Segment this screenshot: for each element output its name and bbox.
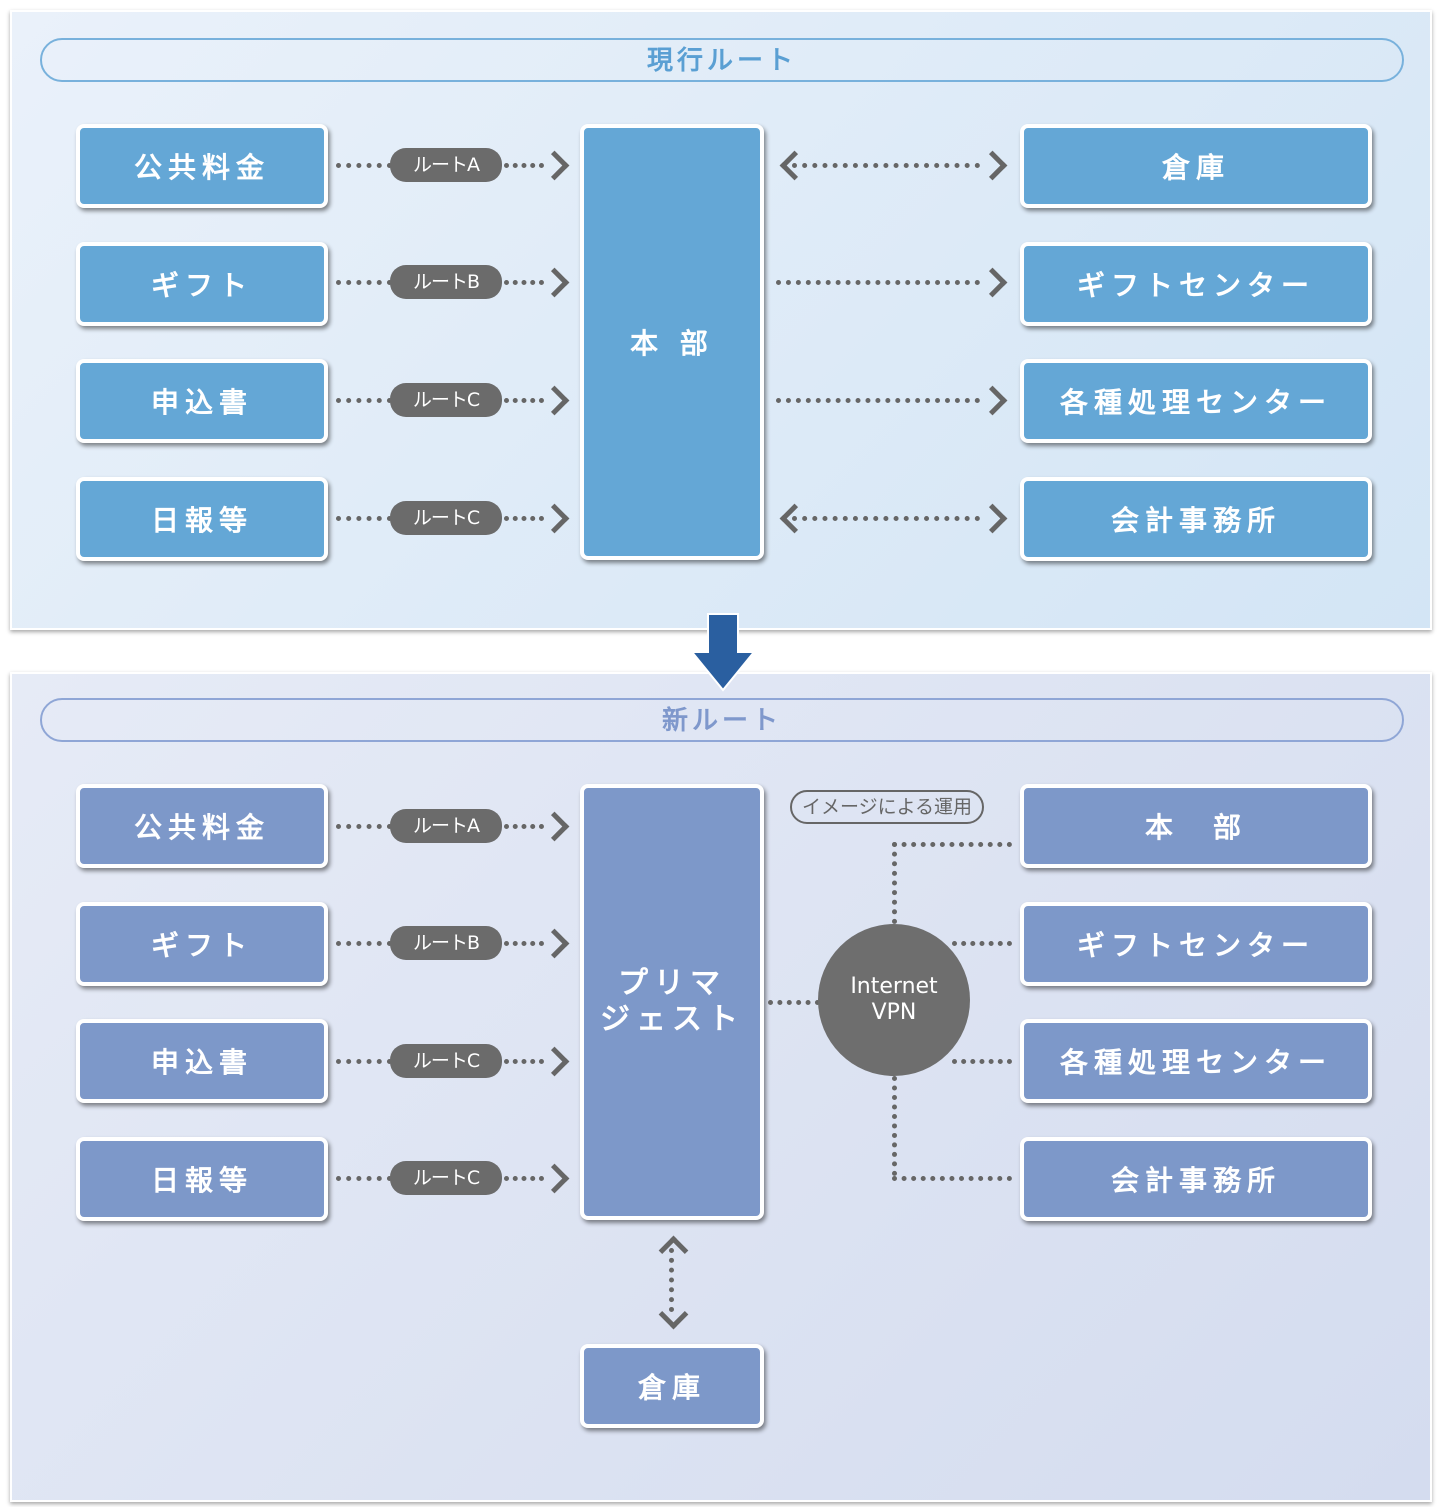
connector-line — [952, 1059, 1012, 1064]
connector-line — [892, 1176, 1012, 1181]
down-arrow-icon — [690, 613, 756, 692]
connector-line — [768, 1000, 820, 1005]
connector-line — [504, 1176, 544, 1181]
connector-line — [336, 398, 392, 403]
route-badge-c: ルートC — [390, 383, 502, 417]
dest-accounting-office: 会計事務所 — [1020, 1137, 1372, 1221]
hub-headquarters: 本 部 — [580, 124, 764, 560]
dest-processing-center: 各種処理センター — [1020, 359, 1372, 443]
hub-primagest: プリマ ジェスト — [580, 784, 764, 1220]
dest-accounting-office: 会計事務所 — [1020, 477, 1372, 561]
new-route-panel: 新ルート 公共料金 ギフト 申込書 日報等 ルートA ルートB ルートC ルート… — [10, 672, 1432, 1502]
source-utility-bills: 公共料金 — [76, 784, 328, 868]
arrow-right-icon — [977, 267, 1008, 298]
route-badge-a: ルートA — [390, 809, 502, 843]
dest-processing-center: 各種処理センター — [1020, 1019, 1372, 1103]
vpn-line1: Internet — [850, 974, 938, 999]
source-gift: ギフト — [76, 902, 328, 986]
connector-line — [504, 163, 544, 168]
route-badge-b: ルートB — [390, 265, 502, 299]
source-daily-report: 日報等 — [76, 1137, 328, 1221]
dest-gift-center: ギフトセンター — [1020, 242, 1372, 326]
connector-line — [792, 163, 980, 168]
source-gift: ギフト — [76, 242, 328, 326]
source-application: 申込書 — [76, 359, 328, 443]
connector-line — [336, 516, 392, 521]
connector-line — [892, 842, 897, 924]
arrow-right-icon — [539, 503, 570, 534]
connector-line — [336, 163, 392, 168]
arrow-right-icon — [539, 1163, 570, 1194]
connector-line — [336, 280, 392, 285]
dest-headquarters: 本 部 — [1020, 784, 1372, 868]
arrow-right-icon — [539, 267, 570, 298]
connector-line — [336, 824, 392, 829]
connector-line — [504, 398, 544, 403]
route-badge-c: ルートC — [390, 1044, 502, 1078]
arrow-right-icon — [977, 503, 1008, 534]
connector-line — [504, 941, 544, 946]
arrow-right-icon — [977, 385, 1008, 416]
connector-line — [336, 941, 392, 946]
dest-gift-center: ギフトセンター — [1020, 902, 1372, 986]
connector-line — [892, 1076, 897, 1176]
connector-line — [892, 842, 1012, 847]
connector-line — [336, 1059, 392, 1064]
connector-line — [792, 516, 980, 521]
warehouse-node: 倉庫 — [580, 1344, 764, 1428]
new-route-title: 新ルート — [40, 698, 1404, 742]
image-operation-note: イメージによる運用 — [790, 790, 985, 824]
connector-line — [669, 1248, 674, 1312]
connector-line — [776, 398, 980, 403]
arrow-right-icon — [539, 811, 570, 842]
arrow-right-icon — [977, 150, 1008, 181]
current-route-title: 現行ルート — [40, 38, 1404, 82]
route-badge-c: ルートC — [390, 1161, 502, 1195]
source-daily-report: 日報等 — [76, 477, 328, 561]
hub-primagest-line2: ジェスト — [600, 1002, 744, 1037]
current-route-panel: 現行ルート 公共料金 ギフト 申込書 日報等 ルートA ルートB ルートC ルー… — [10, 10, 1432, 630]
route-badge-a: ルートA — [390, 148, 502, 182]
arrow-right-icon — [539, 385, 570, 416]
arrow-right-icon — [539, 928, 570, 959]
connector-line — [952, 941, 1012, 946]
arrow-right-icon — [539, 1046, 570, 1077]
connector-line — [504, 1059, 544, 1064]
source-application: 申込書 — [76, 1019, 328, 1103]
connector-line — [504, 280, 544, 285]
connector-line — [336, 1176, 392, 1181]
hub-primagest-line1: プリマ — [618, 966, 726, 1001]
connector-line — [504, 516, 544, 521]
connector-line — [776, 280, 980, 285]
route-badge-c: ルートC — [390, 501, 502, 535]
source-utility-bills: 公共料金 — [76, 124, 328, 208]
dest-warehouse: 倉庫 — [1020, 124, 1372, 208]
route-badge-b: ルートB — [390, 926, 502, 960]
internet-vpn-node: Internet VPN — [818, 924, 970, 1076]
arrow-right-icon — [539, 150, 570, 181]
arrow-down-icon — [658, 1299, 689, 1330]
vpn-line2: VPN — [871, 1000, 917, 1025]
connector-line — [504, 824, 544, 829]
